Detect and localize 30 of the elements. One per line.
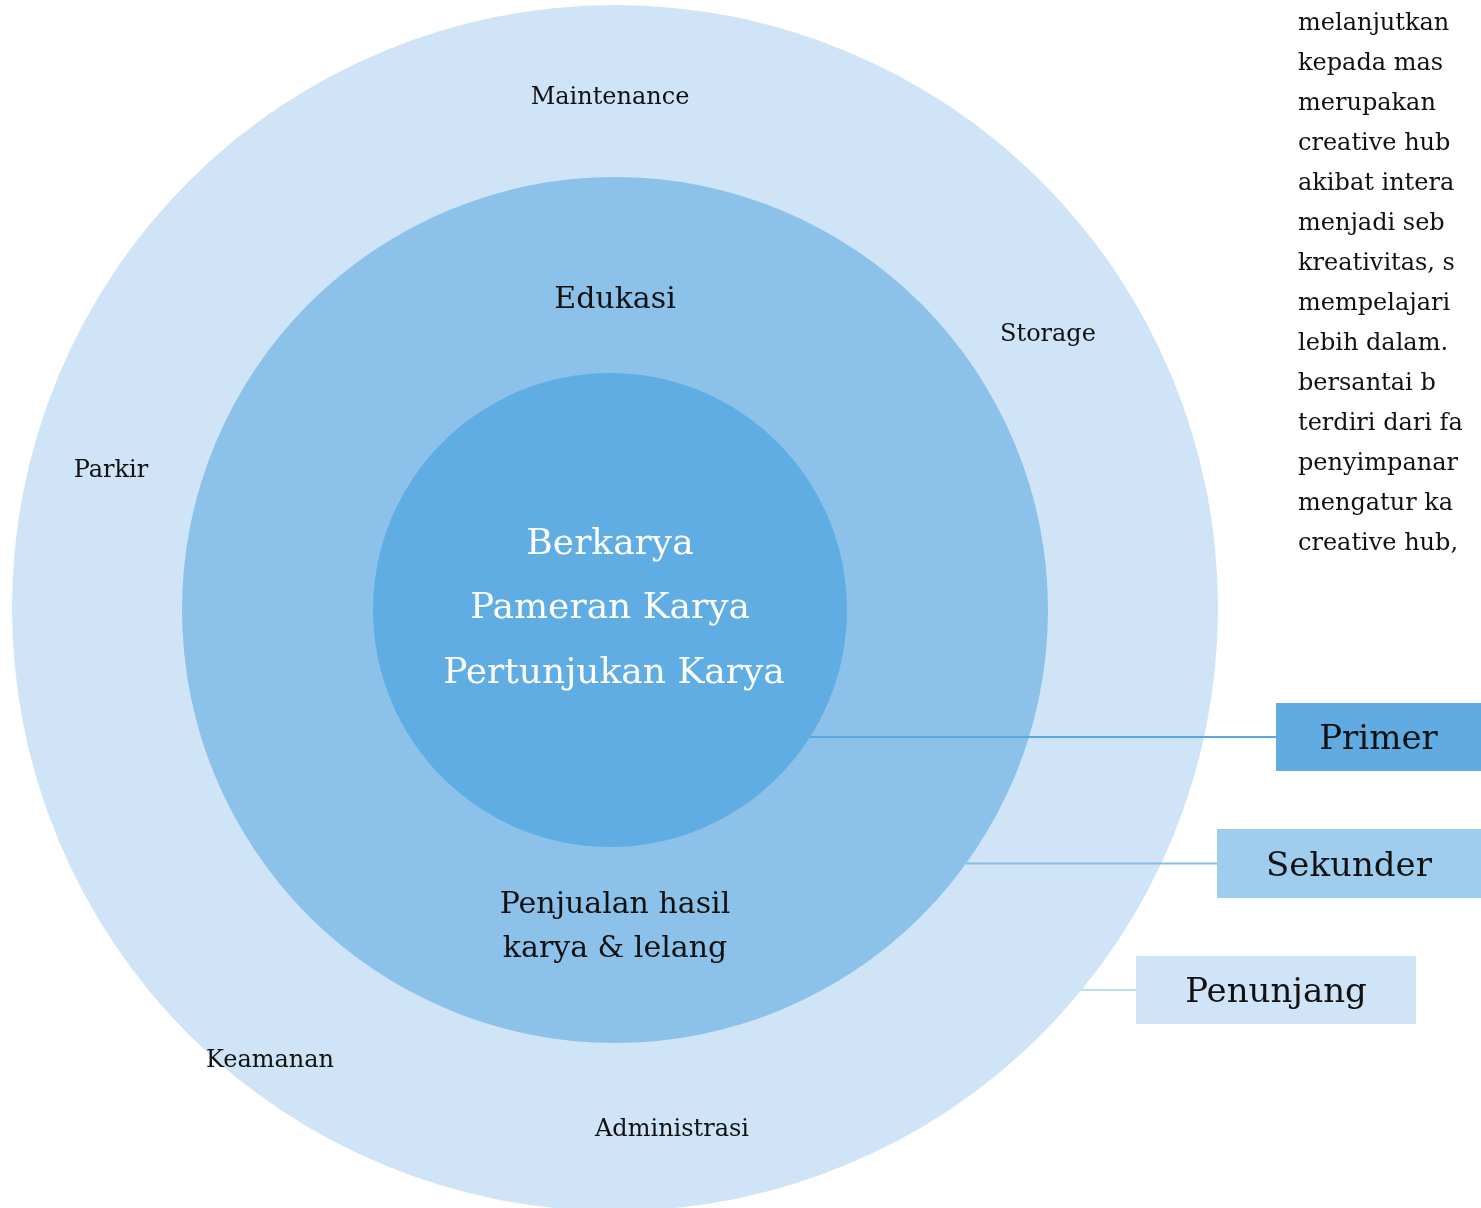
paragraph-line: creative hub (1298, 128, 1451, 156)
paragraph-line: akibat intera (1298, 168, 1455, 196)
area-label: Parkir (73, 455, 149, 483)
paragraph-line: bersantai b (1298, 368, 1436, 396)
area-label: Pertunjukan Karya (443, 649, 785, 691)
leader-line (1080, 989, 1137, 991)
area-label: Pameran Karya (469, 584, 751, 626)
legend-box: Sekunder (1217, 829, 1481, 898)
leader-line (809, 736, 1277, 738)
area-label: Storage (1000, 319, 1096, 347)
area-label: Keamanan (205, 1045, 335, 1073)
paragraph-line: penyimpanar (1298, 448, 1458, 476)
area-label: Berkarya (526, 520, 694, 562)
area-label: Administrasi (595, 1114, 749, 1142)
paragraph-line: creative hub, (1298, 528, 1459, 556)
legend-box: Penunjang (1136, 956, 1416, 1024)
area-label: Penjualan hasil karya & lelang (498, 883, 732, 965)
paragraph-line: menjadi seb (1298, 208, 1445, 236)
paragraph-line: kreativitas, s (1298, 248, 1455, 276)
leader-line (965, 862, 1218, 865)
area-label: Maintenance (530, 82, 690, 110)
legend-box: Primer (1276, 703, 1481, 771)
paragraph-line: kepada mas (1298, 48, 1444, 76)
paragraph-line: terdiri dari fa (1298, 408, 1463, 436)
paragraph-line: mengatur ka (1298, 488, 1454, 516)
paragraph-line: mempelajari (1298, 288, 1451, 316)
paragraph-line: merupakan (1298, 88, 1436, 116)
paragraph-line: melanjutkan (1298, 8, 1450, 36)
area-label: Edukasi (554, 279, 676, 315)
paragraph-line: lebih dalam. (1298, 328, 1449, 356)
